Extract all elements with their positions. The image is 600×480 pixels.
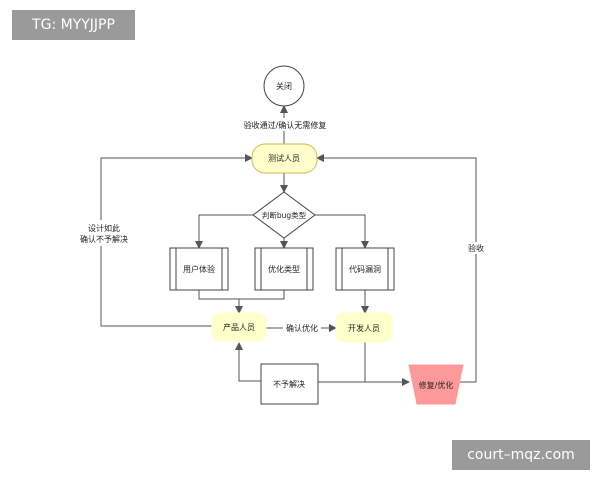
node-developer-label: 开发人员: [348, 323, 380, 333]
edge-judge-ux: [195, 214, 253, 249]
edge-nofix-product: [235, 342, 261, 382]
edge-label-design-1: 设计如此: [88, 223, 120, 233]
edge-merge-top: [198, 290, 285, 300]
node-developer-shape: [335, 312, 393, 343]
node-code-shape: [335, 247, 395, 291]
node-fix-shape: [408, 364, 464, 405]
watermark-bottom: court–mqz.com: [452, 440, 590, 470]
node-code-label: 代码漏洞: [349, 264, 381, 274]
node-judge-shape: [252, 191, 316, 239]
node-close-label: 关闭: [276, 81, 292, 91]
edge-label-accept: 验收: [468, 243, 484, 253]
node-fix-label: 修复/优化: [419, 380, 454, 390]
node-judge-label: 判断bug类型: [262, 210, 307, 220]
node-ux-shape: [169, 247, 229, 291]
edge-fix-tester: [316, 154, 477, 383]
node-optimize-label: 优化类型: [268, 264, 300, 274]
node-tester-shape: [251, 143, 318, 174]
edge-label-accept-close: 验收通过/确认无需修复: [244, 120, 327, 130]
node-optimize-shape: [254, 247, 314, 291]
edge-judge-code: [315, 214, 369, 249]
node-close-shape: [263, 65, 305, 107]
node-product-shape: [211, 312, 267, 342]
node-nofix-shape: [260, 363, 319, 405]
watermark-top: TG: MYYJJPP: [12, 10, 135, 40]
node-tester-label: 测试人员: [268, 153, 300, 163]
node-ux-label: 用户体验: [183, 264, 215, 274]
edge-label-design-2: 确认不予解决: [80, 234, 128, 244]
node-product-label: 产品人员: [223, 322, 255, 332]
edge-label-confirm-opt: 确认优化: [286, 323, 318, 333]
node-nofix-label: 不予解决: [273, 379, 305, 389]
